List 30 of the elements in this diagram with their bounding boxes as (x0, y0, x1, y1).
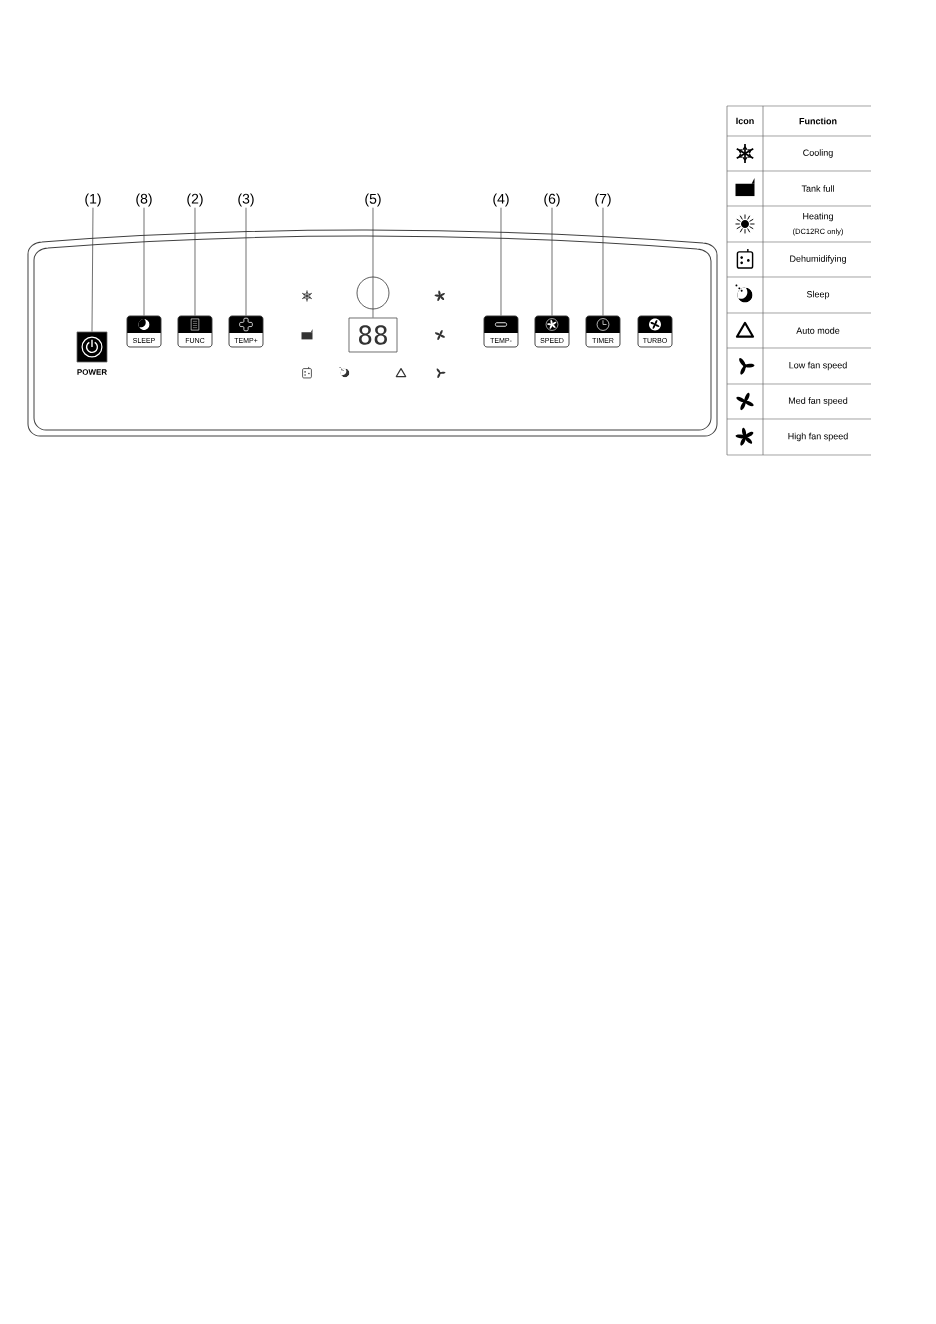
power-button: POWER (76, 331, 108, 375)
table-cell: Med fan speed (788, 397, 848, 406)
table-cell: Low fan speed (789, 361, 847, 371)
table-cell: Tank full (801, 185, 834, 192)
table-cell: Dehumidifying (790, 255, 846, 264)
table-cell: High fan speed (788, 432, 848, 442)
leader-line (143, 207, 145, 316)
table-cell: Cooling (803, 149, 833, 158)
leader-line (551, 207, 553, 316)
control-panel (27, 229, 718, 437)
callout-number: (6) (544, 193, 560, 207)
callout-number: (5) (365, 193, 381, 207)
leader-line (194, 207, 196, 316)
leader-line (245, 207, 247, 316)
callout-number: (3) (238, 193, 254, 207)
table-cell: Heating (803, 212, 833, 222)
leader-line (91, 207, 94, 332)
table-cell: Sleep (806, 290, 830, 300)
leader-line (500, 207, 502, 316)
leader-line (602, 207, 604, 316)
table-header: Function (799, 117, 837, 125)
digit-display: 88 (348, 317, 398, 353)
table-cell: Auto mode (796, 327, 840, 334)
node-label: POWER (77, 369, 107, 375)
callout-number: (4) (493, 193, 509, 207)
callout-number: (7) (595, 193, 611, 207)
callout-number: (2) (187, 193, 203, 207)
callout-number: (8) (136, 193, 152, 207)
callout-number: (1) (85, 193, 101, 207)
table-header: Icon (736, 117, 754, 125)
